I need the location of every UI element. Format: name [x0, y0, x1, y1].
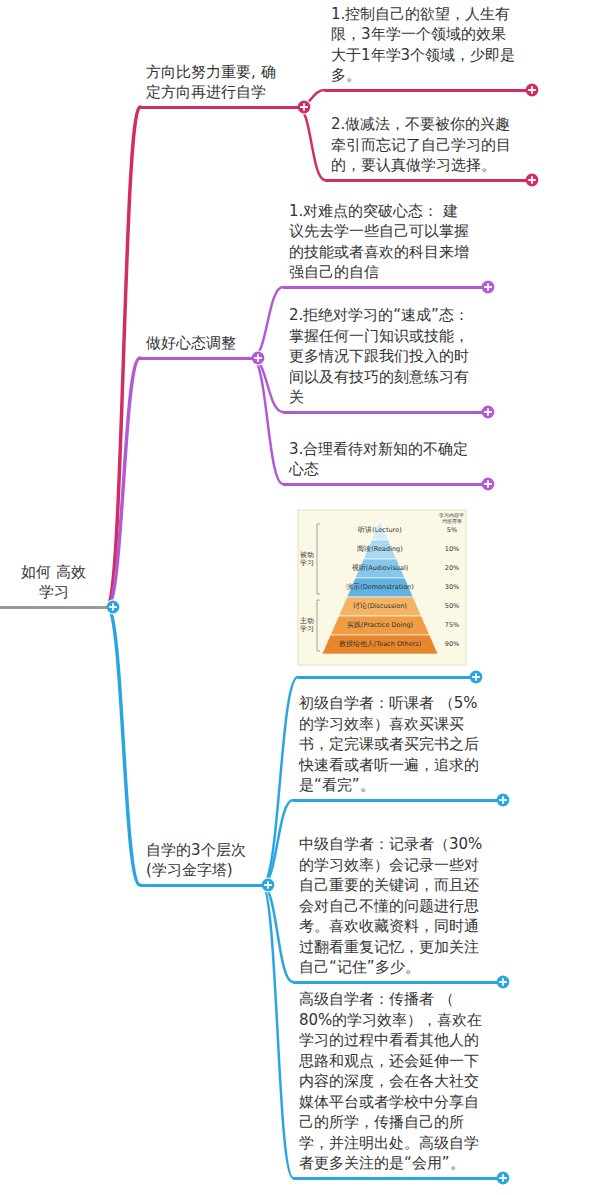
plus-symbol — [484, 283, 492, 291]
expand-button — [469, 670, 483, 684]
group-label: 被动学习 — [300, 551, 314, 568]
layer-label: 教授给他人(Teach Others) — [325, 641, 435, 649]
branch-connector — [107, 107, 140, 607]
expand-circle — [251, 351, 265, 365]
topic-text: 如何 高效学习 — [16, 562, 91, 603]
layer-label: 实践(Practice Doing) — [325, 622, 435, 630]
retention-value: 50% — [440, 603, 464, 611]
branch-connector — [107, 358, 140, 607]
branch-connector — [262, 800, 293, 885]
plus-symbol — [264, 881, 272, 889]
group-bracket — [317, 524, 320, 651]
plus-symbol — [499, 1174, 507, 1182]
expand-button — [251, 351, 265, 365]
pyramid-figure: 被动学习主动学习 学习内容平均留存率听讲(Lecture) 阅读(Reading) 视… — [298, 510, 470, 679]
leaf-topic: 2.拒绝对学习的“速成”态： 掌握任何一门知识或技能，更多情况下跟我们投入的时间… — [283, 305, 482, 414]
topic-text: 1.控制自己的欲望，人生有限，3年学一个领域的效果大于1年学3个领域，少即是多。 — [331, 4, 516, 86]
root-topic: 如何 高效学习 — [0, 562, 107, 609]
retention-value: 10% — [440, 546, 464, 554]
expand-button — [496, 1171, 510, 1185]
pyramid-layers — [322, 521, 438, 654]
layer-label: 视听(Audiovisual) — [325, 565, 435, 573]
leaf-topic: 2.做减法，不要被你的兴趣牵引而忘记了自己学习的目的，要认真做学习选择。 — [325, 114, 526, 182]
topic-text: 高级自学者：传播者 （ 80%的学习效率），喜欢在学习的过程中看看其他人的思路和… — [299, 989, 487, 1174]
leaf-topic: 初级自学者：听课者 （5%的学习效率）喜欢买课买书，定完课或者买完书之后快速看或… — [293, 693, 497, 802]
expand-button — [496, 975, 510, 989]
branch-connector — [252, 287, 283, 358]
retention-value: 90% — [440, 641, 464, 649]
leaf-topic: 中级自学者：记录者（30%的学习效率）会记录一些对自己重要的关键词，而且还会对自… — [293, 834, 497, 984]
expand-circle — [261, 878, 275, 892]
plus-symbol — [109, 603, 117, 611]
expand-button — [297, 100, 311, 114]
expand-circle — [496, 1171, 510, 1185]
plus-symbol — [499, 978, 507, 986]
expand-button — [525, 173, 539, 187]
group-label: 主动学习 — [300, 617, 314, 634]
expand-circle — [106, 600, 120, 614]
branch-connector — [107, 607, 140, 885]
expand-circle — [297, 100, 311, 114]
column-header: 学习内容平均留存率 — [438, 512, 465, 524]
branch-topic: 方向比努力重要, 确定方向再进行自学 — [140, 62, 298, 109]
plus-symbol — [472, 673, 480, 681]
topic-text: 1.对难点的突破心态： 建议先去学一些自己可以掌握的技能或者喜欢的科目来增强自己… — [289, 201, 472, 283]
layer-label: 演示(Demonstration) — [325, 584, 435, 592]
topic-text: 初级自学者：听课者 （5%的学习效率）喜欢买课买书，定完课或者买完书之后快速看或… — [299, 693, 487, 796]
retention-value: 5% — [440, 527, 464, 535]
layer-label: 讨论(Discussion) — [325, 603, 435, 611]
leaf-topic: 1.对难点的突破心态： 建议先去学一些自己可以掌握的技能或者喜欢的科目来增强自己… — [283, 201, 482, 289]
layer-label: 阅读(Reading) — [325, 546, 435, 554]
retention-value: 75% — [440, 622, 464, 630]
layer-label: 听讲(Lecture) — [325, 527, 435, 535]
expand-circle — [525, 83, 539, 97]
topic-text: 2.做减法，不要被你的兴趣牵引而忘记了自己学习的目的，要认真做学习选择。 — [331, 114, 516, 176]
expand-circle — [481, 280, 495, 294]
leaf-topic: 1.控制自己的欲望，人生有限，3年学一个领域的效果大于1年学3个领域，少即是多。 — [325, 4, 526, 92]
retention-value: 20% — [440, 565, 464, 573]
expand-button — [106, 600, 120, 614]
topic-text: 2.拒绝对学习的“速成”态： 掌握任何一门知识或技能，更多情况下跟我们投入的时间… — [289, 305, 472, 408]
branch-connector — [262, 885, 293, 1178]
expand-circle — [496, 793, 510, 807]
expand-circle — [481, 477, 495, 491]
expand-circle — [481, 405, 495, 419]
branch-connector — [252, 358, 283, 484]
expand-circle — [525, 173, 539, 187]
plus-symbol — [528, 176, 536, 184]
topic-text: 自学的3个层次 (学习金字塔) — [146, 840, 252, 881]
expand-button — [496, 793, 510, 807]
plus-symbol — [300, 103, 308, 111]
expand-button — [481, 477, 495, 491]
picture-frame — [298, 510, 466, 665]
plus-symbol — [499, 796, 507, 804]
topic-text: 中级自学者：记录者（30%的学习效率）会记录一些对自己重要的关键词，而且还会对自… — [299, 834, 487, 978]
branch-topic: 做好心态调整 — [140, 333, 252, 360]
branch-connector — [298, 107, 325, 180]
branch-connector — [252, 358, 283, 412]
retention-value: 30% — [440, 584, 464, 592]
plus-symbol — [484, 408, 492, 416]
plus-symbol — [254, 354, 262, 362]
expand-button — [525, 83, 539, 97]
expand-button — [481, 280, 495, 294]
expand-circle — [496, 975, 510, 989]
expand-circle — [469, 670, 483, 684]
plus-symbol — [528, 86, 536, 94]
leaf-topic: 高级自学者：传播者 （ 80%的学习效率），喜欢在学习的过程中看看其他人的思路和… — [293, 989, 497, 1180]
plus-symbol — [484, 480, 492, 488]
topic-text: 3.合理看待对新知的不确定心态 — [289, 439, 472, 480]
branch-topic: 自学的3个层次 (学习金字塔) — [140, 840, 262, 887]
topic-text: 方向比努力重要, 确定方向再进行自学 — [146, 62, 288, 103]
topic-text: 做好心态调整 — [146, 333, 242, 354]
leaf-topic: 3.合理看待对新知的不确定心态 — [283, 439, 482, 486]
expand-button — [481, 405, 495, 419]
expand-button — [261, 878, 275, 892]
